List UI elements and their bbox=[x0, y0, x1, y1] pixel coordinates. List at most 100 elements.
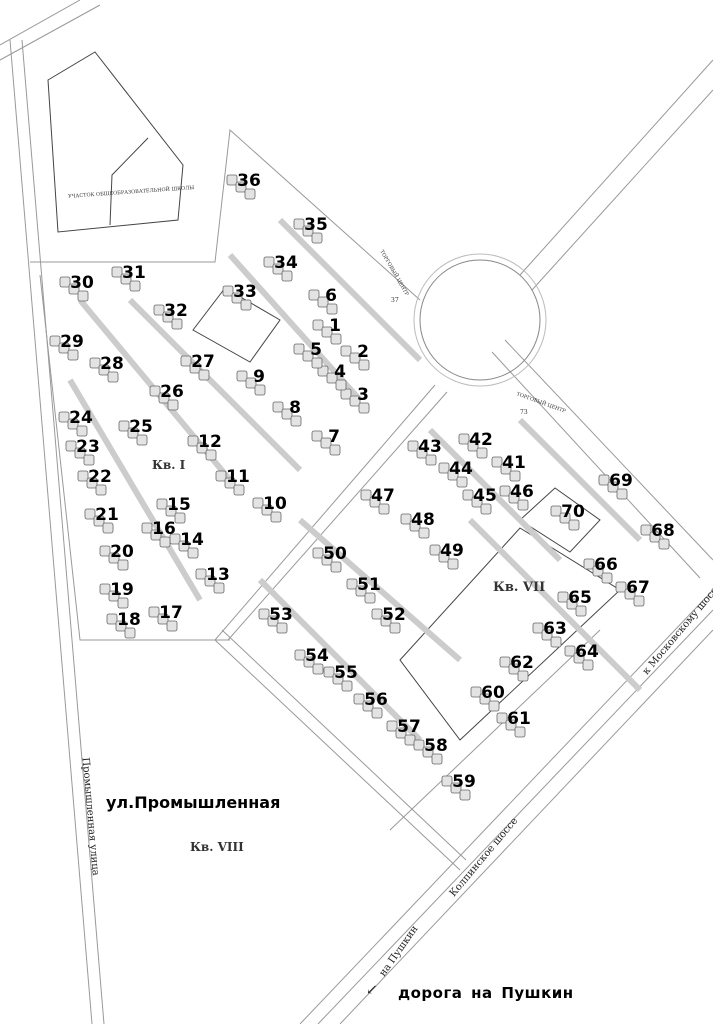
building-footprint bbox=[293, 343, 305, 355]
building-number-48: 48 bbox=[411, 510, 435, 530]
building-number-47: 47 bbox=[371, 486, 395, 506]
building-number-5: 5 bbox=[310, 340, 322, 360]
arrow-left-icon: ↙ bbox=[366, 982, 378, 998]
building-footprint bbox=[346, 578, 358, 590]
building-number-32: 32 bbox=[164, 301, 188, 321]
building-number-56: 56 bbox=[364, 690, 388, 710]
building-footprint bbox=[106, 613, 118, 625]
building-footprint bbox=[290, 415, 302, 427]
building-footprint bbox=[340, 388, 352, 400]
building-footprint bbox=[649, 531, 661, 543]
building-number-34: 34 bbox=[274, 253, 298, 273]
building-number-29: 29 bbox=[60, 332, 84, 352]
building-footprint bbox=[541, 629, 553, 641]
building-footprint bbox=[77, 290, 89, 302]
building-number-1: 1 bbox=[329, 316, 341, 336]
building-footprint bbox=[174, 512, 186, 524]
building-footprint bbox=[198, 369, 210, 381]
building-footprint bbox=[479, 693, 491, 705]
building-footprint bbox=[658, 538, 670, 550]
building-number-7: 7 bbox=[328, 427, 340, 447]
building-number-62: 62 bbox=[510, 653, 534, 673]
building-footprint bbox=[129, 280, 141, 292]
building-number-41: 41 bbox=[502, 453, 526, 473]
building-number-58: 58 bbox=[424, 736, 448, 756]
building-number-52: 52 bbox=[382, 605, 406, 625]
building-number-70: 70 bbox=[561, 502, 585, 522]
building-footprint bbox=[231, 292, 243, 304]
building-footprint bbox=[505, 719, 517, 731]
building-footprint bbox=[499, 656, 511, 668]
building-footprint bbox=[281, 408, 293, 420]
building-footprint bbox=[321, 326, 333, 338]
quarter-label-1: Кв. I bbox=[152, 458, 186, 472]
building-footprint bbox=[118, 420, 130, 432]
building-footprint bbox=[386, 720, 398, 732]
central-diagonal-road bbox=[214, 384, 448, 641]
building-footprint bbox=[312, 547, 324, 559]
building-footprint bbox=[349, 352, 361, 364]
building-footprint bbox=[157, 613, 169, 625]
building-footprint bbox=[74, 447, 86, 459]
building-footprint bbox=[450, 782, 462, 794]
building-number-23: 23 bbox=[76, 437, 100, 457]
building-number-64: 64 bbox=[575, 642, 599, 662]
building-footprint bbox=[323, 666, 335, 678]
building-footprint bbox=[592, 565, 604, 577]
building-number-42: 42 bbox=[469, 430, 493, 450]
building-footprint bbox=[107, 371, 119, 383]
building-number-25: 25 bbox=[129, 417, 153, 437]
building-number-13: 13 bbox=[206, 565, 230, 585]
building-footprint bbox=[416, 447, 428, 459]
building-footprint bbox=[252, 497, 264, 509]
building-footprint bbox=[215, 470, 227, 482]
building-footprint bbox=[422, 746, 434, 758]
building-footprint bbox=[272, 401, 284, 413]
building-number-6: 6 bbox=[325, 286, 337, 306]
building-number-54: 54 bbox=[305, 646, 329, 666]
building-footprint bbox=[89, 357, 101, 369]
building-footprint bbox=[108, 590, 120, 602]
building-number-19: 19 bbox=[110, 580, 134, 600]
building-footprint bbox=[281, 270, 293, 282]
building-footprint bbox=[480, 503, 492, 515]
building-footprint bbox=[267, 615, 279, 627]
building-footprint bbox=[532, 622, 544, 634]
building-footprint bbox=[95, 484, 107, 496]
building-footprint bbox=[557, 591, 569, 603]
building-footprint bbox=[205, 449, 217, 461]
building-number-22: 22 bbox=[88, 467, 112, 487]
building-footprint bbox=[499, 485, 511, 497]
building-number-18: 18 bbox=[117, 610, 141, 630]
building-footprint bbox=[371, 707, 383, 719]
building-footprint bbox=[353, 693, 365, 705]
building-footprint bbox=[311, 232, 323, 244]
building-number-63: 63 bbox=[543, 619, 567, 639]
building-footprint bbox=[141, 522, 153, 534]
building-number-33: 33 bbox=[233, 282, 257, 302]
building-footprint bbox=[330, 333, 342, 345]
building-footprint bbox=[235, 181, 247, 193]
building-footprint bbox=[476, 447, 488, 459]
building-footprint bbox=[178, 540, 190, 552]
building-number-14: 14 bbox=[180, 530, 204, 550]
building-footprint bbox=[156, 498, 168, 510]
shopping-center-number-2: 73 bbox=[520, 409, 528, 416]
building-number-21: 21 bbox=[95, 505, 119, 525]
building-footprint bbox=[573, 652, 585, 664]
building-number-27: 27 bbox=[191, 352, 215, 372]
building-footprint bbox=[171, 318, 183, 330]
promyshlennaya-street bbox=[9, 39, 105, 1024]
building-footprint bbox=[136, 434, 148, 446]
building-footprint bbox=[441, 775, 453, 787]
building-footprint bbox=[378, 503, 390, 515]
building-number-11: 11 bbox=[226, 467, 250, 487]
building-number-17: 17 bbox=[159, 603, 183, 623]
building-footprint bbox=[320, 437, 332, 449]
building-footprint bbox=[312, 319, 324, 331]
building-footprint bbox=[467, 440, 479, 452]
building-footprint bbox=[294, 649, 306, 661]
shopping-center-number: 37 bbox=[391, 297, 399, 304]
